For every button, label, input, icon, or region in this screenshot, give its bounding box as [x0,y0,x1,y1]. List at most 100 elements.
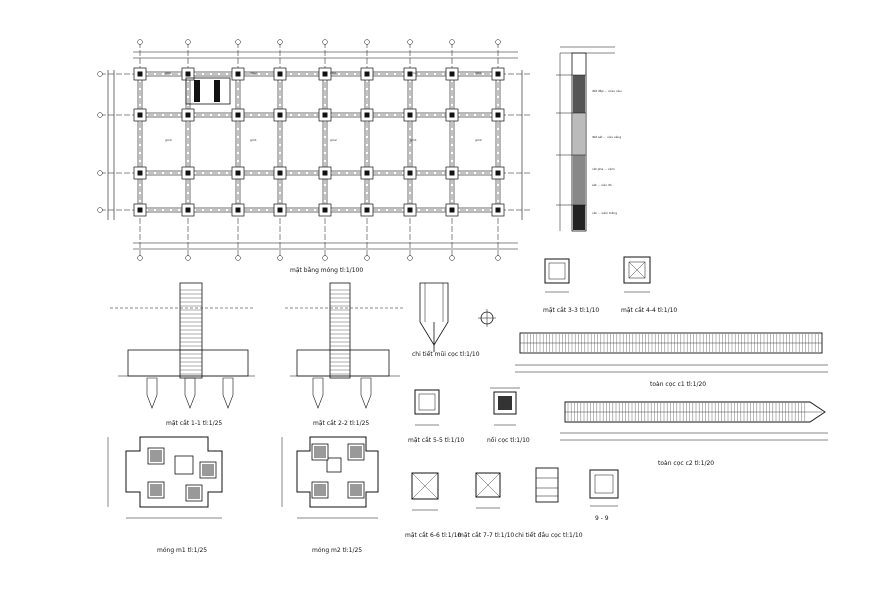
section-3-3: mặt cắt 3-3 tl:1/10 [543,258,599,314]
section-5-5-caption: mặt cắt 5-5 tl:1/10 [408,437,464,444]
section-1-1: mặt cắt 1-1 tl:1/25 [110,282,255,427]
section-7-7: mặt cắt 7-7 tl:1/10 [458,472,514,539]
pile-stub [222,377,234,409]
soil-note: đất đắp ... màu nâu [592,88,622,93]
plan-caption: mặt bằng móng tl:1/100 [290,267,363,274]
grid-bubble [407,255,413,261]
column [185,112,191,118]
column [235,207,241,213]
pile-fill [150,450,162,462]
grid-bubble [449,255,455,261]
footing-m1-plan: móng m1 tl:1/25 [107,436,223,554]
column [407,170,413,176]
column [137,170,143,176]
column [495,207,501,213]
section-9-9-caption: 9 - 9 [595,515,609,522]
plan-grid [97,39,530,261]
soil-note: đất sét ... nâu vàng [592,135,621,139]
stair-block [185,77,231,105]
grid-bubble [185,255,191,261]
column [185,207,191,213]
column [277,71,283,77]
column [235,112,241,118]
column [364,71,370,77]
soil-layer [573,113,585,155]
pile-c2-caption: toàn cọc c2 tl:1/20 [658,460,714,467]
stair-post [214,80,220,102]
soil-note: sét ... nâu đỏ [592,183,612,187]
pile-stub [146,377,158,409]
section-4-4-caption: mặt cắt 4-4 tl:1/10 [621,307,677,314]
footing-label: gm1 [410,138,417,142]
section-4-4: mặt cắt 4-4 tl:1/10 [621,256,677,314]
pile-head-detail: chi tiết đầu cọc tl:1/10 [515,467,583,539]
column [449,207,455,213]
pile-fill [350,484,362,496]
soil-note: cát ... xám trắng [592,210,617,215]
pile-fill [314,446,326,458]
column [364,207,370,213]
section-7-7-caption: mặt cắt 7-7 tl:1/10 [458,532,514,539]
soil-layer [573,205,585,230]
column [137,207,143,213]
pile-c2-elevation: toàn cọc c2 tl:1/20 [560,401,828,467]
grid-bubble [97,170,103,176]
column [495,112,501,118]
grid-bubble [185,39,191,45]
pile-tip-caption: chi tiết mũi cọc tl:1/10 [412,351,480,358]
pile-fill [188,487,200,499]
footing-label: gm1 [165,71,172,75]
column [185,71,191,77]
pile-joint-caption: nối cọc tl:1/10 [487,437,530,444]
section-9-9: 9 - 9 [589,469,619,522]
grid-bubble [235,255,241,261]
grid-bubble [449,39,455,45]
pile-stub [360,377,372,409]
footing-label: gm2 [165,138,172,142]
grid-bubble [97,71,103,77]
section-3-3-caption: mặt cắt 3-3 tl:1/10 [543,307,599,314]
grid-bubble [97,207,103,213]
footing-m2-caption: móng m2 tl:1/25 [312,547,362,554]
footing-m2-plan: móng m2 tl:1/25 [281,436,379,554]
column [495,170,501,176]
grid-bubble [137,255,143,261]
grid-bubble [495,39,501,45]
pile-head-caption: chi tiết đầu cọc tl:1/10 [515,531,583,539]
column [407,207,413,213]
plan-footings [133,67,505,217]
column [277,112,283,118]
grid-bubble [364,255,370,261]
column [322,71,328,77]
column [449,170,455,176]
pile-fill [350,446,362,458]
footing-label: gm1 [475,71,482,75]
grid-bubble [277,39,283,45]
section-6-6-caption: mặt cắt 6-6 tl:1/10 [405,532,461,539]
column [495,71,501,77]
pile-joint-detail: nối cọc tl:1/10 [487,387,530,444]
pile-fill [202,464,214,476]
grid-bubble [235,39,241,45]
grid-bubble [322,255,328,261]
footing-label: gm2 [330,138,337,142]
column [137,71,143,77]
footing-label: gm1 [330,71,337,75]
column [277,170,283,176]
footing-m1-caption: móng m1 tl:1/25 [157,547,207,554]
column [449,71,455,77]
grid-bubble [277,255,283,261]
column [137,112,143,118]
grid-bubble [322,39,328,45]
column [322,170,328,176]
foundation-plan: gm1 gm2 gm1 gm2 gm1 gm2 gm1 gm2 gm1 gm2 … [97,39,530,274]
soil-note: cát pha ... xám [592,167,615,171]
stair-post [194,80,200,102]
column [407,71,413,77]
grid-bubble [137,39,143,45]
column [235,170,241,176]
pile-tip-detail: chi tiết mũi cọc tl:1/10 [412,282,496,358]
section-1-1-caption: mặt cắt 1-1 tl:1/25 [166,420,222,427]
